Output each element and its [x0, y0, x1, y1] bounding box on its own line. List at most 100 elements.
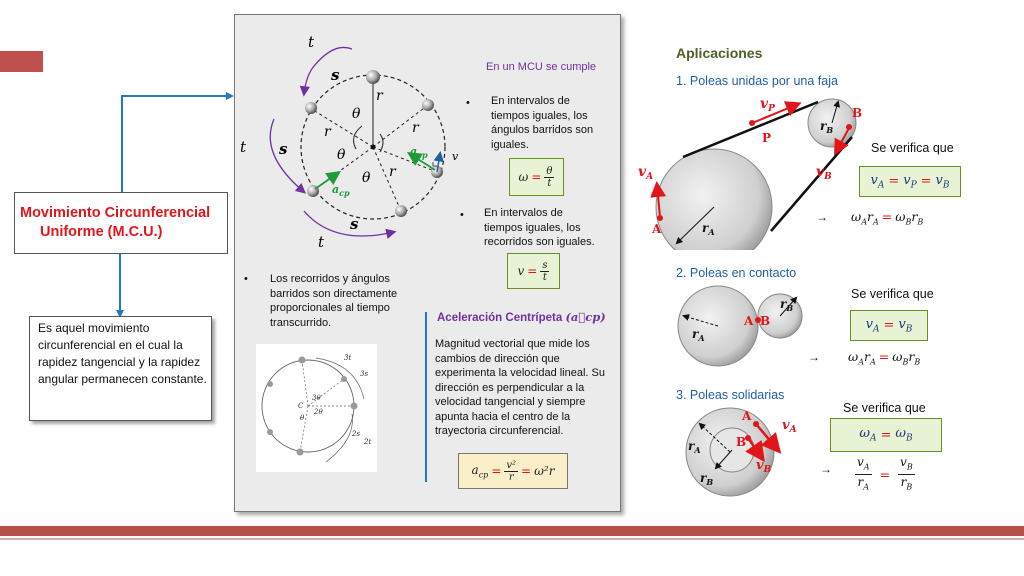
- label-t-top: t: [308, 33, 315, 51]
- definition-text: Es aquel movimiento circunferencial en e…: [38, 321, 207, 386]
- pulley1-label-a: A: [651, 222, 662, 236]
- bullet-dot-3: •: [244, 273, 248, 285]
- sketch-figure: 3t 3s 2s 2t 3θ 2θ θ C: [256, 344, 377, 472]
- sketch-label-2t: 2t: [363, 438, 371, 446]
- label-r-4: r: [389, 164, 397, 180]
- label-acp-right: acp: [410, 145, 428, 160]
- pulley2-label-b: B: [760, 314, 770, 328]
- pulley3-label-rb: rB: [700, 471, 713, 487]
- label-t-bottom: t: [318, 233, 325, 251]
- bullet-dot-1: •: [466, 97, 470, 109]
- bullet-3-text: Los recorridos y ángulos barridos son di…: [270, 273, 398, 329]
- pulley1-label-rb: rB: [820, 119, 833, 135]
- label-r-2: r: [324, 124, 332, 140]
- p3-formula-box: ωA=ωB: [830, 418, 942, 452]
- pulley3-label-vb: vB: [756, 458, 772, 475]
- p1-verifica: Se verifica que: [871, 141, 954, 155]
- label-r-1: r: [376, 88, 384, 104]
- omega-lhs: ω: [518, 170, 529, 184]
- label-v: v: [452, 150, 459, 163]
- acp-heading: Aceleración Centrípeta (a⃗cp): [437, 310, 606, 324]
- ball-5: [395, 205, 407, 217]
- p1-formula-box: vA=vP=vB: [859, 166, 961, 197]
- p2-verifica: Se verifica que: [851, 287, 934, 301]
- pulley3-label-ra: rA: [688, 439, 701, 455]
- pulley-belt-diagram: A P B vA vP vB rA rB: [638, 96, 862, 250]
- sketch-label-2theta: 2θ: [313, 408, 323, 416]
- pulley1-label-ra: rA: [702, 221, 715, 237]
- label-theta-3: θ: [362, 170, 371, 186]
- acp-formula-lhs: acp: [471, 462, 489, 480]
- p2-relation: ωArA=ωBrB: [848, 349, 921, 367]
- p3-verifica: Se verifica que: [843, 401, 926, 415]
- footer-bar: [0, 526, 1024, 536]
- pulley1-label-p: P: [762, 131, 771, 145]
- pulley3-label-b: B: [736, 435, 746, 449]
- mcu-title: Movimiento Circunferencial Uniforme (M.C…: [20, 204, 220, 242]
- footer-line: [0, 538, 1024, 540]
- sketch-label-3t: 3t: [344, 354, 351, 362]
- ball-1: [366, 70, 380, 84]
- pulley-contact-diagram: A B rA rB: [677, 285, 803, 367]
- pulley1-label-vb: vB: [816, 164, 832, 182]
- pulley-3-title: 3. Poleas solidarias: [676, 388, 785, 402]
- p2-formula-box: vA=vB: [850, 310, 928, 341]
- accent-bar: [0, 51, 43, 72]
- p2-arrow: →: [808, 350, 820, 364]
- mcu-title-line2: Uniforme (M.C.U.): [40, 224, 163, 240]
- sketch-label-3theta: 3θ: [312, 394, 321, 402]
- pulley-solid-diagram: A B vA vB rA rB: [685, 407, 797, 497]
- v-eq: =: [527, 264, 538, 278]
- ball-2: [305, 102, 317, 114]
- pulley2-label-ra: rA: [692, 327, 705, 343]
- label-r-3: r: [412, 120, 420, 136]
- applications-title: Aplicaciones: [676, 45, 763, 61]
- ball-3: [422, 99, 434, 111]
- p1-relation: ωArA=ωBrB: [851, 209, 924, 227]
- acp-eq-2: =: [521, 464, 532, 478]
- p3-arrow: →: [820, 462, 832, 476]
- definition-box: [29, 316, 212, 421]
- bullet-1-text: En intervalos de tiempos iguales, los án…: [491, 95, 594, 151]
- sketch-label-c: C: [298, 402, 304, 410]
- pulley2-label-rb: rB: [780, 297, 793, 313]
- mcu-title-line1: Movimiento Circunferencial: [20, 205, 211, 221]
- sketch-label-theta: θ: [300, 414, 305, 422]
- omega-eq: =: [531, 170, 542, 184]
- pulley1-label-b: B: [852, 106, 862, 120]
- pulley2-label-a: A: [743, 314, 754, 328]
- label-s-left: s: [279, 140, 288, 158]
- sketch-label-3s: 3s: [360, 370, 368, 378]
- label-theta-2: θ: [337, 147, 346, 163]
- pulley-2-title: 2. Poleas en contacto: [676, 266, 797, 280]
- label-acp-left: acp: [332, 183, 350, 198]
- v-lhs: v: [517, 264, 525, 278]
- mcu-circle-diagram: t t t s s s r r r r θ θ θ acp acp v: [240, 33, 459, 251]
- pulley1-label-va: vA: [638, 164, 653, 182]
- pulley-1-title: 1. Poleas unidas por una faja: [676, 74, 838, 88]
- acp-formula-rhs: ω²r: [534, 464, 555, 478]
- mcu-title-box: [14, 192, 228, 254]
- pulley3-label-a: A: [741, 409, 752, 423]
- acp-description: Magnitud vectorial que mide los cambios …: [435, 338, 605, 437]
- pulley3-label-va: vA: [782, 418, 797, 435]
- bullet-dot-2: •: [460, 209, 464, 221]
- label-s-top: s: [331, 66, 340, 84]
- pulley1-label-vp: vP: [760, 96, 775, 114]
- label-t-left: t: [240, 138, 247, 156]
- acp-divider: [425, 312, 427, 482]
- bullet-2-text: En intervalos de tiempos iguales, los re…: [484, 207, 595, 248]
- sketch-label-2s: 2s: [351, 430, 360, 438]
- mcu-heading: En un MCU se cumple: [486, 61, 597, 73]
- label-theta-1: θ: [352, 106, 361, 122]
- label-s-bottom: s: [350, 215, 359, 233]
- acp-eq-1: =: [491, 464, 502, 478]
